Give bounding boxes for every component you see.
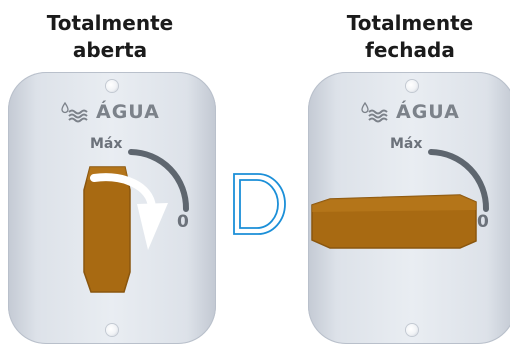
top-screw: [106, 80, 118, 92]
title-line-2: fechada: [365, 38, 455, 62]
title-line-1: Totalmente: [346, 11, 474, 35]
center-d-symbol: [233, 173, 286, 235]
max-label: Máx: [390, 136, 423, 152]
water-brand: ÁGUA: [60, 100, 160, 124]
water-drop-wave-icon: [361, 101, 388, 123]
zero-label: 0: [477, 212, 489, 232]
brand-label: ÁGUA: [396, 101, 460, 123]
water-drop-wave-icon: [61, 101, 88, 123]
top-screw: [406, 80, 418, 92]
valve-panel-closed: Totalmente fechada ÁGUA Máx 0: [300, 0, 510, 346]
valve-panel-open: Totalmente aberta ÁGUA Máx 0: [0, 0, 220, 346]
bottom-screw: [106, 324, 118, 336]
bottom-screw: [406, 324, 418, 336]
title-line-2: aberta: [72, 38, 148, 62]
max-label: Máx: [90, 136, 123, 152]
brand-label: ÁGUA: [96, 101, 160, 123]
zero-label: 0: [177, 212, 189, 232]
water-brand: ÁGUA: [360, 100, 460, 124]
title-line-1: Totalmente: [46, 11, 174, 35]
